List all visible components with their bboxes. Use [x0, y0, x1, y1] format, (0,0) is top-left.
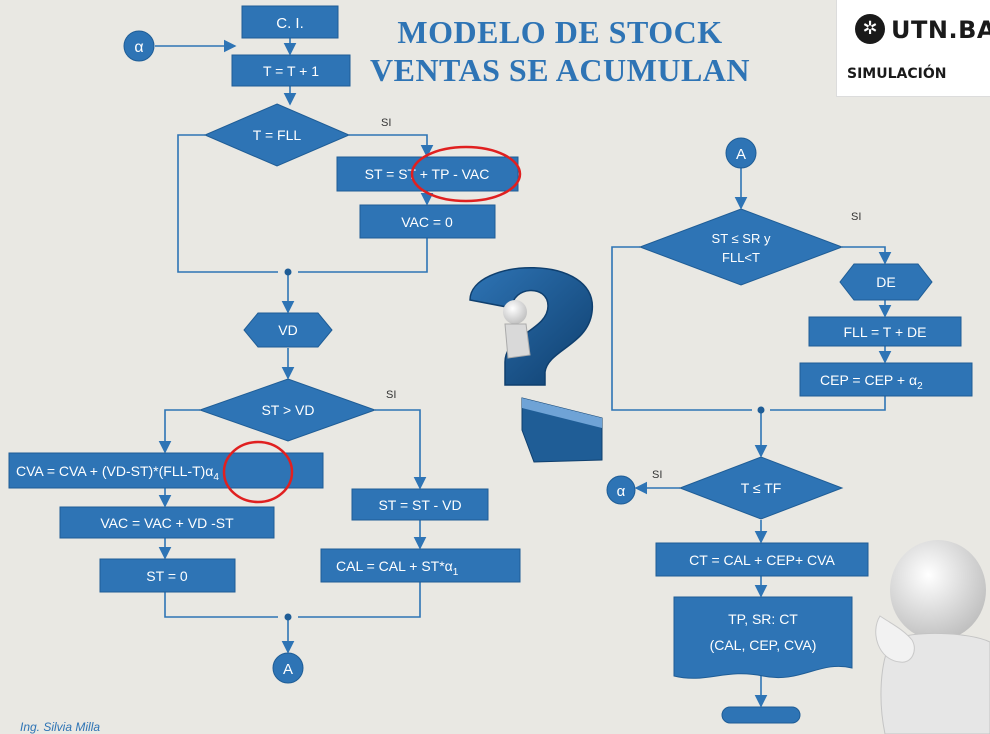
connector-a-bottom: A: [272, 652, 304, 684]
slide-title-line2: VENTAS SE ACUMULAN: [369, 52, 750, 88]
slide-title-line1: MODELO DE STOCK: [397, 14, 723, 50]
vac-accumulate-box: VAC = VAC + VD -ST: [59, 506, 275, 539]
vac-accumulate-label: VAC = VAC + VD -ST: [100, 515, 234, 531]
cep-update-box: CEP = CEP + α2: [799, 362, 973, 397]
stock-zero-label: ST = 0: [146, 568, 188, 584]
cep-subscript: 2: [917, 381, 923, 392]
decision-tf-label: T ≤ TF: [741, 480, 782, 496]
stock-minus-box: ST = ST - VD: [351, 488, 489, 521]
utn-logo-box: ✲ UTN.BA SIMULACIÓN: [836, 0, 990, 97]
stock-update-label: ST = ST + TP - VAC: [365, 166, 490, 182]
ct-update-box: CT = CAL + CEP+ CVA: [655, 542, 869, 577]
vac-reset-box: VAC = 0: [359, 204, 496, 239]
result-line1: TP, SR: CT: [728, 611, 798, 627]
start-label: C. I.: [276, 15, 304, 32]
highlight-circle: [222, 440, 294, 504]
alpha-connector-top: α: [123, 30, 155, 62]
decision-reorder-line2: FLL<T: [722, 250, 760, 265]
connector-a-label: A: [736, 146, 746, 163]
alpha-label: α: [617, 483, 626, 500]
time-increment-label: T = T + 1: [263, 63, 319, 79]
alpha-label: α: [134, 39, 143, 56]
si-label: SI: [652, 469, 662, 481]
vd-event-hexagon: VD: [243, 312, 333, 348]
cal-subscript: 1: [453, 567, 459, 578]
stock-update-box: ST = ST + TP - VAC: [336, 156, 519, 192]
cva-text: CVA = CVA + (VD-ST)*(FLL-T)α: [16, 463, 213, 479]
cal-update-label: CAL = CAL + ST*α1: [336, 558, 459, 578]
decision-tf: T ≤ TF: [678, 456, 844, 520]
si-label: SI: [851, 211, 861, 223]
decision-t-fll-label: T = FLL: [253, 127, 302, 143]
cal-text: CAL = CAL + ST*α: [336, 558, 453, 574]
vd-label: VD: [278, 322, 297, 338]
de-label: DE: [876, 274, 895, 290]
vac-reset-label: VAC = 0: [401, 214, 453, 230]
end-terminator: [721, 706, 801, 724]
utn-logo-icon: ✲: [855, 14, 885, 44]
fll-update-label: FLL = T + DE: [843, 324, 926, 340]
connector-a-label: A: [283, 661, 293, 678]
cva-update-box: CVA = CVA + (VD-ST)*(FLL-T)α4: [8, 452, 324, 489]
fll-update-box: FLL = T + DE: [808, 316, 962, 347]
logo-subtitle: SIMULACIÓN: [847, 66, 947, 82]
utn-logo-text: UTN.BA: [891, 16, 990, 44]
junction-dot: [284, 268, 292, 276]
right-flow-lines: [611, 168, 892, 708]
question-mark-illustration: [469, 267, 603, 463]
cal-update-box: CAL = CAL + ST*α1: [320, 548, 521, 583]
thinking-figure-illustration: [875, 540, 990, 734]
ct-update-label: CT = CAL + CEP+ CVA: [689, 552, 835, 568]
cep-update-label: CEP = CEP + α2: [820, 372, 923, 392]
decision-st-vd-label: ST > VD: [261, 402, 314, 418]
author-credit: Ing. Silvia Milla: [20, 720, 101, 734]
connector-a-top: A: [725, 137, 757, 169]
stock-zero-box: ST = 0: [99, 558, 236, 593]
result-line2: (CAL, CEP, CVA): [710, 637, 817, 653]
de-event-hexagon: DE: [839, 263, 933, 301]
left-flow-lines: [155, 38, 434, 654]
cva-subscript: 4: [213, 472, 219, 483]
alpha-connector-return: α: [606, 475, 636, 505]
decision-reorder-line1: ST ≤ SR y: [712, 231, 771, 246]
time-increment-box: T = T + 1: [231, 54, 351, 87]
highlight-circle: [410, 145, 522, 203]
si-label: SI: [386, 389, 396, 401]
cva-update-label: CVA = CVA + (VD-ST)*(FLL-T)α4: [16, 463, 219, 483]
decision-reorder: ST ≤ SR y FLL<T: [638, 208, 844, 286]
junction-dot: [284, 613, 292, 621]
left-junction-dots: [284, 268, 292, 621]
stock-minus-label: ST = ST - VD: [378, 497, 461, 513]
result-document: TP, SR: CT (CAL, CEP, CVA): [673, 596, 853, 679]
decision-t-fll: T = FLL: [203, 103, 351, 167]
si-label: SI: [381, 117, 391, 129]
junction-dot: [757, 406, 765, 414]
cep-text: CEP = CEP + α: [820, 372, 917, 388]
start-box: C. I.: [241, 5, 339, 39]
decision-st-vd: ST > VD: [198, 378, 377, 442]
